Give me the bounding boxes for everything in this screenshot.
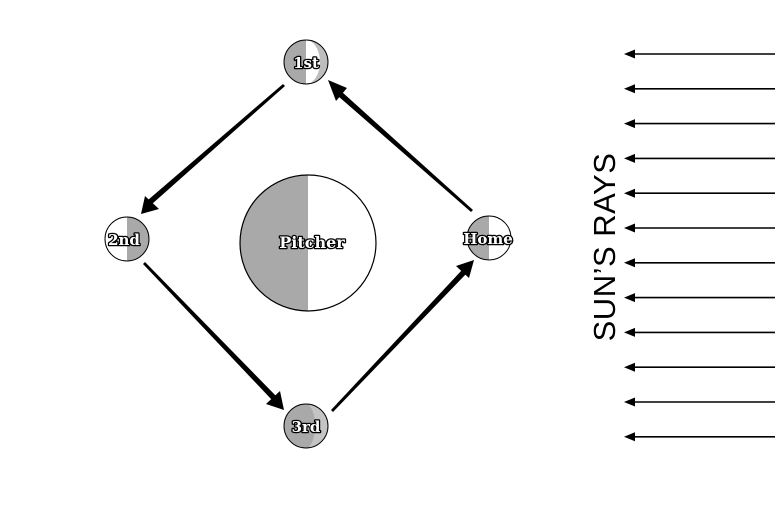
- arrow-1st-to-2nd: [148, 84, 285, 204]
- sun-ray-arrowhead: [624, 258, 635, 268]
- sun-ray-arrowhead: [624, 119, 635, 129]
- third-base-moon: 3rd: [283, 403, 329, 449]
- pitcher-outline: [239, 174, 377, 312]
- sun-ray-arrowhead: [624, 49, 635, 59]
- pitcher-shadow-half: [240, 175, 308, 311]
- sun-ray-arrowhead: [624, 84, 635, 94]
- arrowhead-home-to-1st: [328, 80, 347, 101]
- sun-ray-arrowhead: [624, 362, 635, 372]
- sun-ray-arrowhead: [624, 223, 635, 233]
- pitcher-moon: Pitcher: [239, 174, 377, 312]
- second-base-moon: 2nd: [104, 216, 150, 262]
- sun-rays-label: SUN’S RAYS: [587, 153, 622, 342]
- first-base-moon: 1st: [283, 39, 329, 85]
- second-base-label: 2nd: [108, 231, 140, 249]
- sun-ray-arrowhead: [624, 153, 635, 163]
- third-base-label: 3rd: [292, 418, 321, 436]
- base-path-arrows: [141, 80, 474, 412]
- sun-ray-arrowhead: [624, 188, 635, 198]
- arrowhead-2nd-to-3rd: [266, 391, 284, 410]
- sun-ray-arrowhead: [624, 327, 635, 337]
- home-plate-moon: Home: [462, 215, 514, 261]
- arrow-home-to-1st: [338, 92, 473, 212]
- sun-rays: [624, 49, 775, 442]
- pitcher-lit-half: [308, 175, 376, 311]
- arrowhead-1st-to-2nd: [141, 196, 159, 214]
- arrow-3rd-to-home: [331, 270, 466, 412]
- first-base-label: 1st: [293, 54, 319, 72]
- arrowhead-3rd-to-home: [456, 260, 474, 278]
- sun-ray-arrowhead: [624, 397, 635, 407]
- arrow-2nd-to-3rd: [143, 262, 276, 400]
- sun-ray-arrowhead: [624, 293, 635, 303]
- pitcher-label: Pitcher: [279, 233, 345, 252]
- home-label: Home: [463, 230, 513, 248]
- sun-ray-arrowhead: [624, 432, 635, 442]
